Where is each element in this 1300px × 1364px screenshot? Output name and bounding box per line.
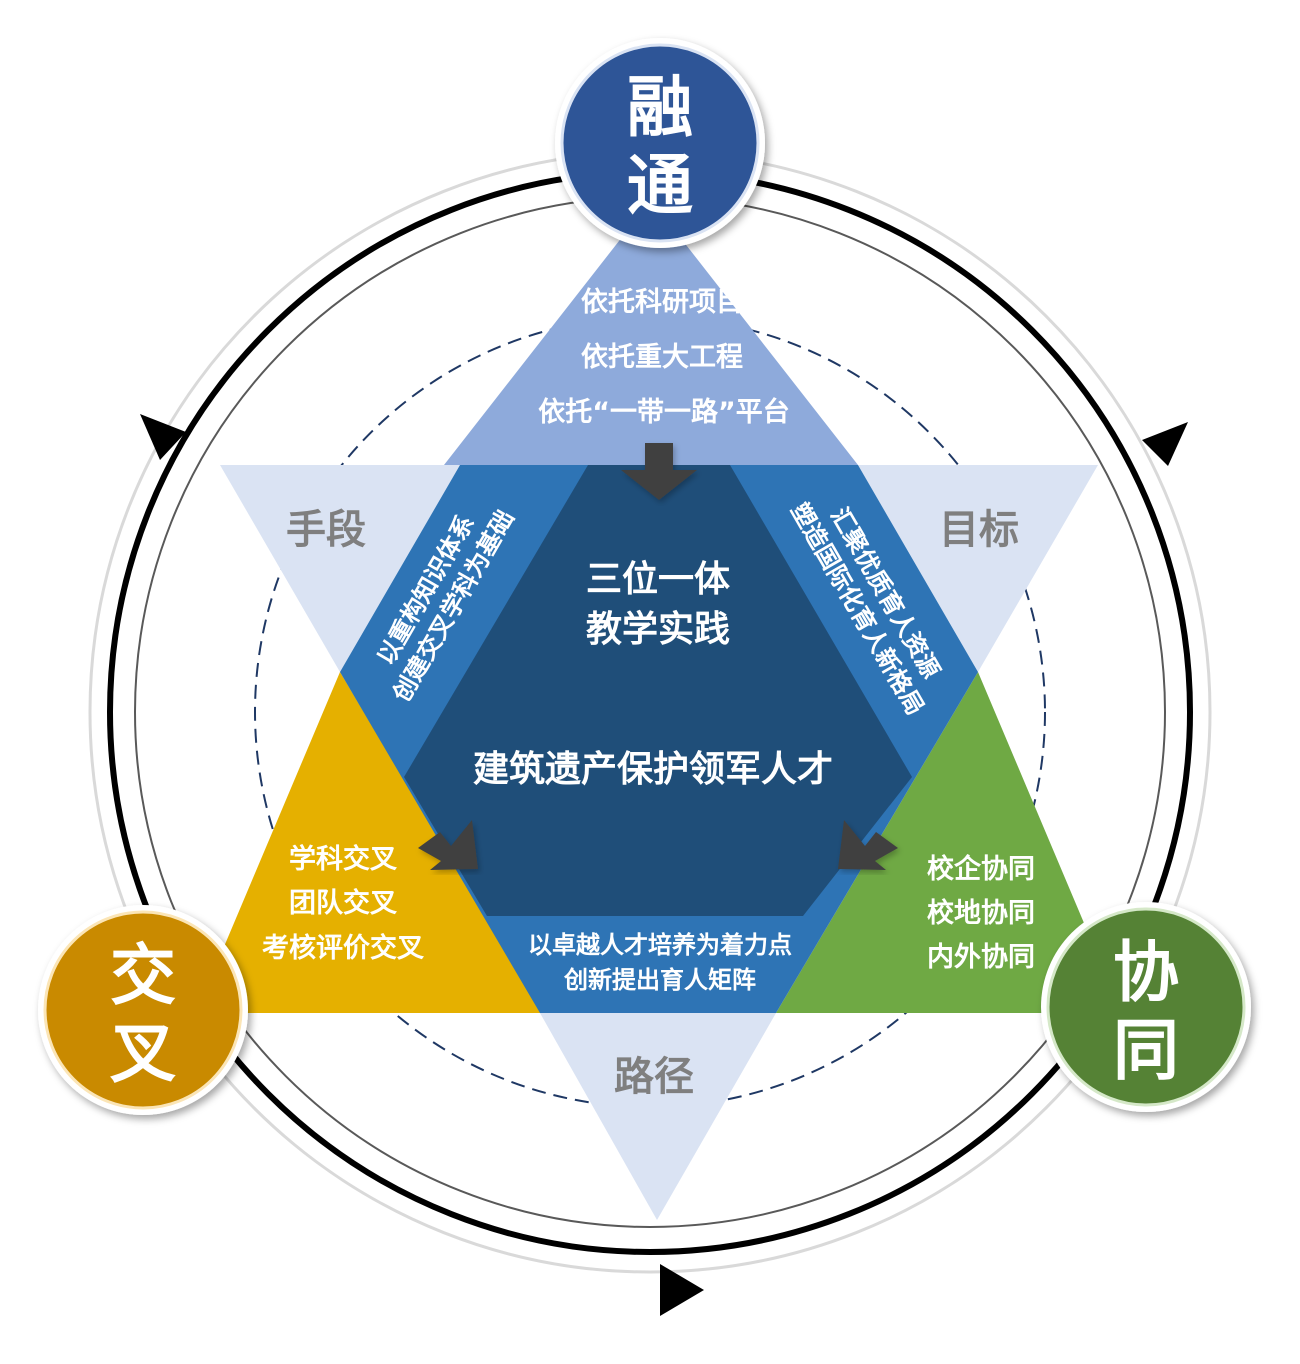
badge-right-char-1: 协: [1113, 934, 1179, 1011]
triangle-yellow: [196, 672, 542, 1013]
triangle-top: [444, 200, 858, 465]
label-goal: 目标: [939, 507, 1019, 553]
ring-arrow-left-icon: [140, 414, 186, 460]
badge-right: [1041, 902, 1251, 1112]
bottom-band-line-2: 创新提出育人矩阵: [563, 966, 756, 994]
ring-arrow-right-icon: [1142, 422, 1188, 466]
green-line-3: 内外协同: [927, 942, 1035, 973]
top-line-1: 依托科研项目: [581, 287, 743, 318]
arrow-right-icon: [838, 820, 898, 870]
label-means: 手段: [286, 507, 366, 553]
green-line-1: 校企协同: [927, 853, 1035, 885]
badge-right-char-2: 同: [1113, 1012, 1179, 1089]
badge-top-char-2: 通: [627, 147, 693, 224]
badge-top: [555, 38, 765, 248]
badge-left-char-2: 叉: [110, 1015, 176, 1092]
triangle-green: [776, 672, 1122, 1013]
bottom-band-line-1: 以卓越人才培养为着力点: [528, 931, 792, 959]
label-path: 路径: [614, 1054, 694, 1100]
triangle-pale-bottom: [540, 1013, 776, 1220]
top-line-2: 依托重大工程: [581, 342, 743, 373]
center-title: 建筑遗产保护领军人才: [473, 749, 833, 790]
arrow-left-icon: [418, 820, 478, 870]
ring-arrow-bottom-icon: [660, 1264, 704, 1316]
center-line-1: 三位一体: [586, 559, 730, 600]
triangle-pale-left: [220, 465, 460, 672]
badge-top-char-1: 融: [627, 69, 693, 146]
triangle-pale-right: [858, 465, 1098, 672]
badge-left: [38, 905, 248, 1115]
green-line-2: 校地协同: [927, 897, 1035, 929]
center-core: [404, 465, 912, 916]
badge-left-char-1: 交: [110, 937, 176, 1014]
yellow-line-1: 学科交叉: [289, 843, 397, 875]
yellow-line-3: 考核评价交叉: [262, 932, 424, 964]
top-line-3: 依托“一带一路”平台: [538, 396, 790, 428]
yellow-line-2: 团队交叉: [289, 887, 397, 919]
arrow-top-icon: [621, 443, 697, 500]
center-line-2: 教学实践: [586, 608, 730, 650]
